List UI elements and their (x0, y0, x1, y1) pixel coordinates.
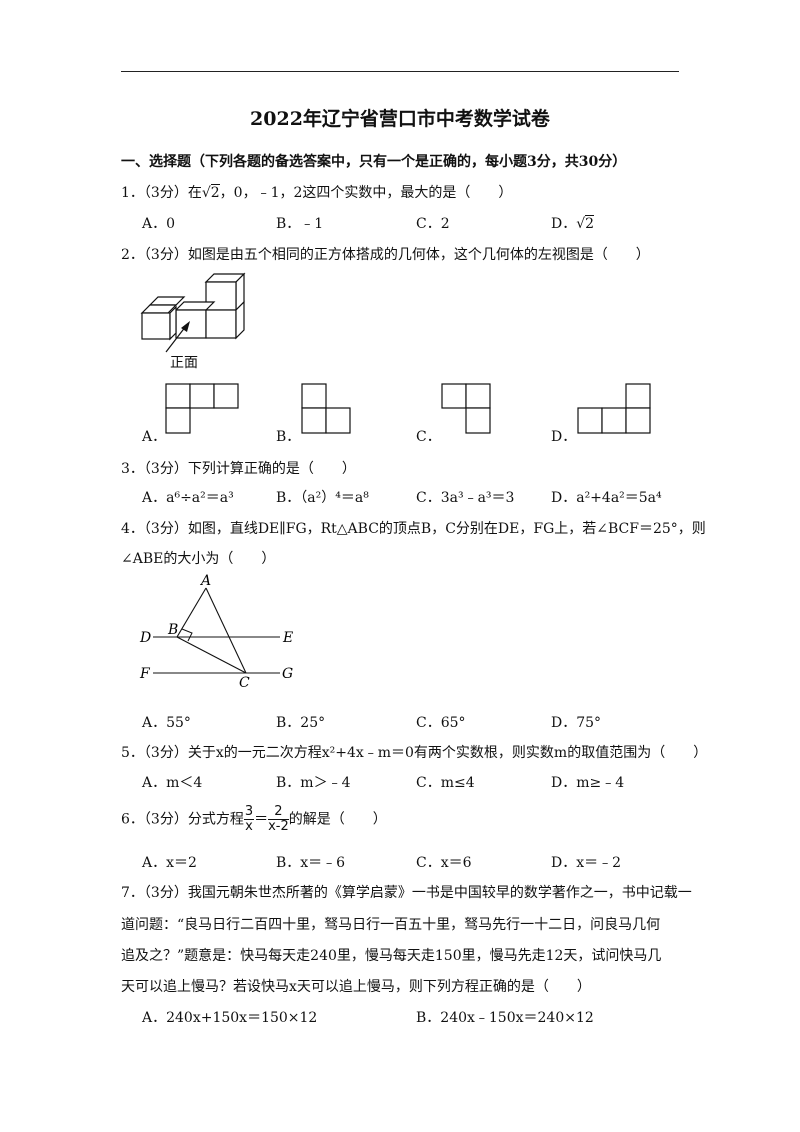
question-4-line-1: 4．（3分）如图，直线DE∥FG，Rt△ABC的顶点B，C分别在DE，FG上，若… (121, 521, 706, 537)
question-2: 2．（3分）如图是由五个相同的正方体搭成的几何体，这个几何体的左视图是（ ） (121, 247, 650, 263)
q1-option-b: B．﹣1 (276, 216, 324, 232)
q6-suffix: 的解是（ ） (288, 811, 387, 828)
q3-option-b: B．（a²）⁴＝a⁸ (276, 490, 369, 506)
q4-option-a: A．55° (142, 715, 191, 731)
q4-option-d: D．75° (551, 715, 602, 731)
question-1: 1．（3分）在√2，0，﹣1，2这四个实数中，最大的是（ ） (121, 182, 512, 202)
label-f: F (139, 666, 151, 682)
question-7-line-1: 7．（3分）我国元朝朱世杰所著的《算学启蒙》一书是中国较早的数学著作之一，书中记… (121, 885, 692, 901)
q1-radicand: 2 (210, 184, 220, 201)
q2-option-c-figure (441, 383, 491, 434)
label-e: E (282, 630, 293, 646)
page-title: 2022年辽宁省营口市中考数学试卷 (250, 108, 550, 130)
label-c: C (239, 675, 250, 691)
label-g: G (282, 666, 293, 682)
front-arrow (165, 321, 190, 353)
label-d: D (139, 630, 151, 646)
question-7-line-4: 天可以追上慢马？若设快马x天可以追上慢马，则下列方程正确的是（ ） (121, 979, 591, 995)
q6-option-b: B．x＝﹣6 (276, 855, 346, 871)
q2-option-d-figure (577, 383, 651, 434)
q2-option-b-label: B． (276, 429, 301, 445)
question-7-line-3: 追及之？”题意是：快马每天走240里，慢马每天走150里，慢马先走12天，试问快… (121, 948, 662, 964)
q2-option-d-label: D． (551, 429, 577, 445)
q6-option-c: C．x＝6 (416, 855, 472, 871)
question-4-line-2: ∠ABE的大小为（ ） (121, 551, 276, 567)
q3-option-a: A．a⁶÷a²＝a³ (142, 490, 234, 506)
q2-option-a-label: A． (142, 429, 167, 445)
section-heading: 一、选择题（下列各题的备选答案中，只有一个是正确的，每小题3分，共30分） (121, 154, 627, 170)
q5-option-b: B．m＞﹣4 (276, 775, 351, 791)
q5-option-c: C．m≤4 (416, 775, 475, 791)
q1-option-d-label: D． (551, 216, 577, 232)
front-label: 正面 (170, 355, 198, 371)
q4-option-c: C．65° (416, 715, 466, 731)
q5-option-d: D．m≥﹣4 (551, 775, 625, 791)
q3-option-d: D．a²+4a²＝5a⁴ (551, 490, 662, 506)
q7-option-a: A．240x+150x＝150×12 (142, 1010, 318, 1026)
q4-option-b: B．25° (276, 715, 326, 731)
fraction-1-numerator: 3 (243, 804, 255, 820)
q6-option-a: A．x＝2 (142, 855, 197, 871)
q2-option-b-figure (301, 383, 351, 434)
question-3: 3．（3分）下列计算正确的是（ ） (121, 461, 356, 477)
q5-option-a: A．m＜4 (142, 775, 203, 791)
fraction-2-numerator: 2 (268, 805, 289, 820)
q2-option-c-label: C． (416, 429, 441, 445)
q1-option-a: A．0 (142, 216, 176, 232)
q1-prefix: 1．（3分）在 (121, 185, 202, 201)
question-7-line-2: 道问题：“良马日行二百四十里，驽马日行一百五十里，驽马先行一十二日，问良马几何 (121, 917, 661, 933)
q3-option-c: C．3a³﹣a³＝3 (416, 490, 515, 506)
q1-option-c: C．2 (416, 216, 450, 232)
label-b: B (167, 622, 178, 638)
fraction-1-denominator: x (245, 819, 253, 834)
q6-option-d: D．x＝﹣2 (551, 855, 622, 871)
q7-option-b: B．240x﹣150x＝240×12 (416, 1010, 594, 1026)
sqrt-symbol: √2 (201, 184, 220, 201)
label-a: A (199, 573, 211, 589)
q1-option-d: D．√2 (551, 215, 595, 232)
top-rule (121, 71, 679, 72)
q6-prefix: 6．（3分）分式方程 (121, 811, 244, 828)
fraction-2-denominator: x-2 (268, 819, 289, 834)
q1-suffix: ，0，﹣1，2这四个实数中，最大的是（ ） (219, 185, 513, 201)
q4-geometry-figure: A B C D E F G (139, 573, 293, 691)
question-5: 5．（3分）关于x的一元二次方程x²+4x﹣m＝0有两个实数根，则实数m的取值范… (121, 745, 708, 761)
q1-option-d-radicand: 2 (585, 215, 595, 232)
q2-option-a-figure (165, 383, 239, 434)
q6-equals: ＝ (254, 811, 269, 828)
cube-solid-figure (140, 272, 246, 341)
